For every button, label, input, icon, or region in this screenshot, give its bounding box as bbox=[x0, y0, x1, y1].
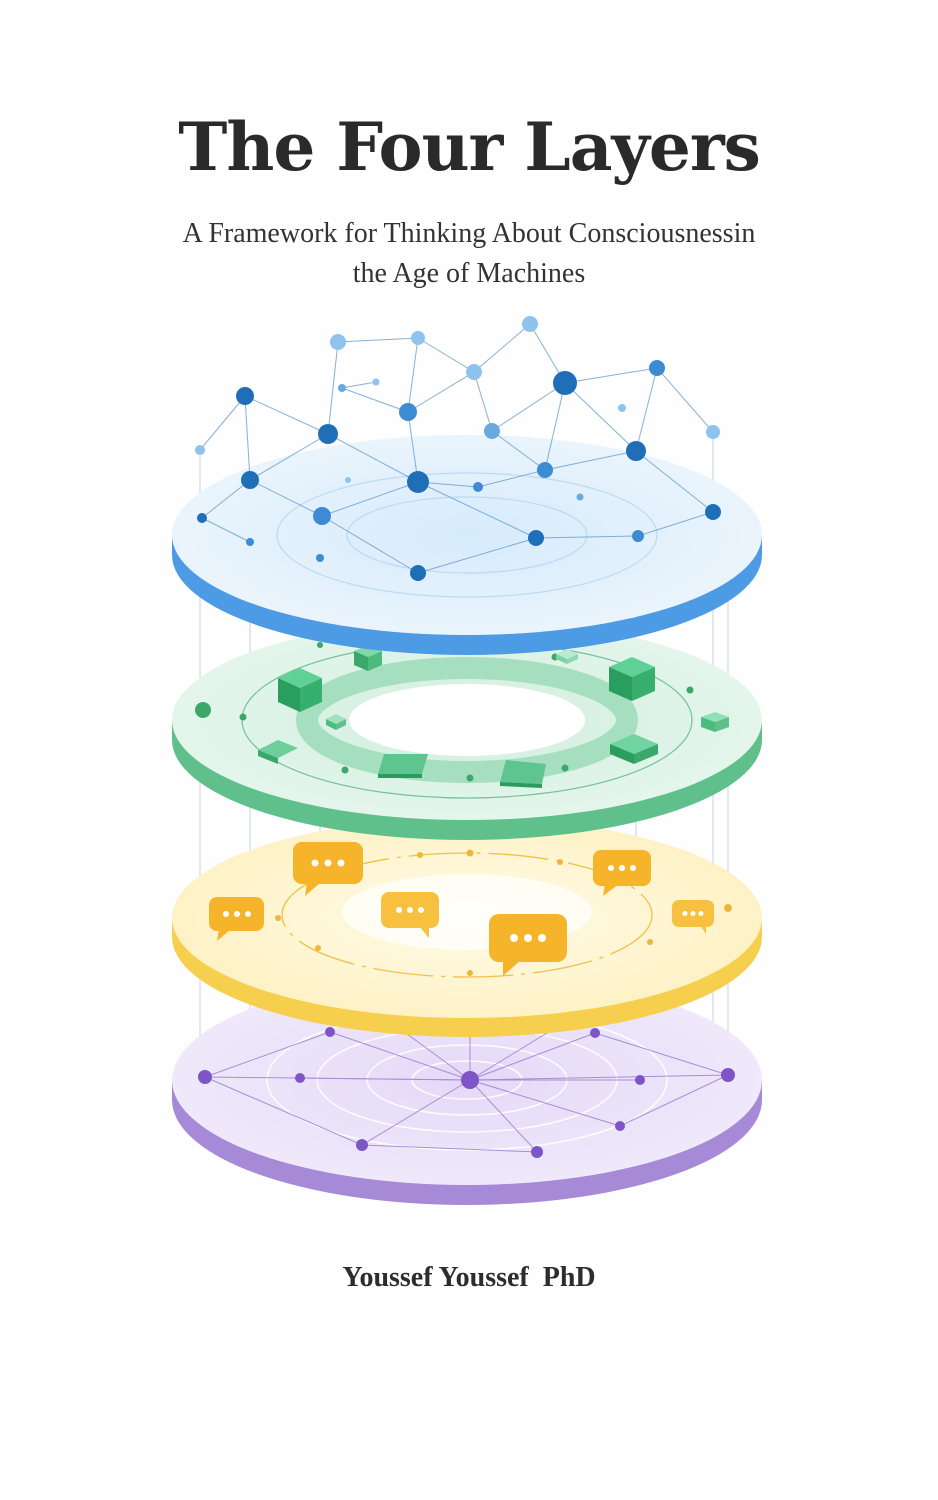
layer-green bbox=[172, 620, 762, 840]
chat-bubbles-icon bbox=[209, 842, 714, 976]
radial-network-icon bbox=[204, 1022, 729, 1153]
cover-title: The Four Layers bbox=[178, 108, 761, 186]
four-layers-illustration bbox=[172, 316, 762, 1205]
subtitle-line-2: the Age of Machines bbox=[352, 258, 586, 289]
layer-blue bbox=[172, 435, 762, 655]
subtitle-line-1: A Framework for Thinking About Conscious… bbox=[182, 218, 756, 249]
network-graph-icon bbox=[195, 316, 721, 581]
layer-purple bbox=[172, 975, 762, 1205]
cover-subtitle: A Framework for Thinking About Conscious… bbox=[119, 214, 819, 294]
cover-author: Youssef Youssef PhD bbox=[342, 1262, 596, 1293]
cubes-icon bbox=[258, 645, 729, 788]
layer-yellow bbox=[172, 818, 762, 1037]
